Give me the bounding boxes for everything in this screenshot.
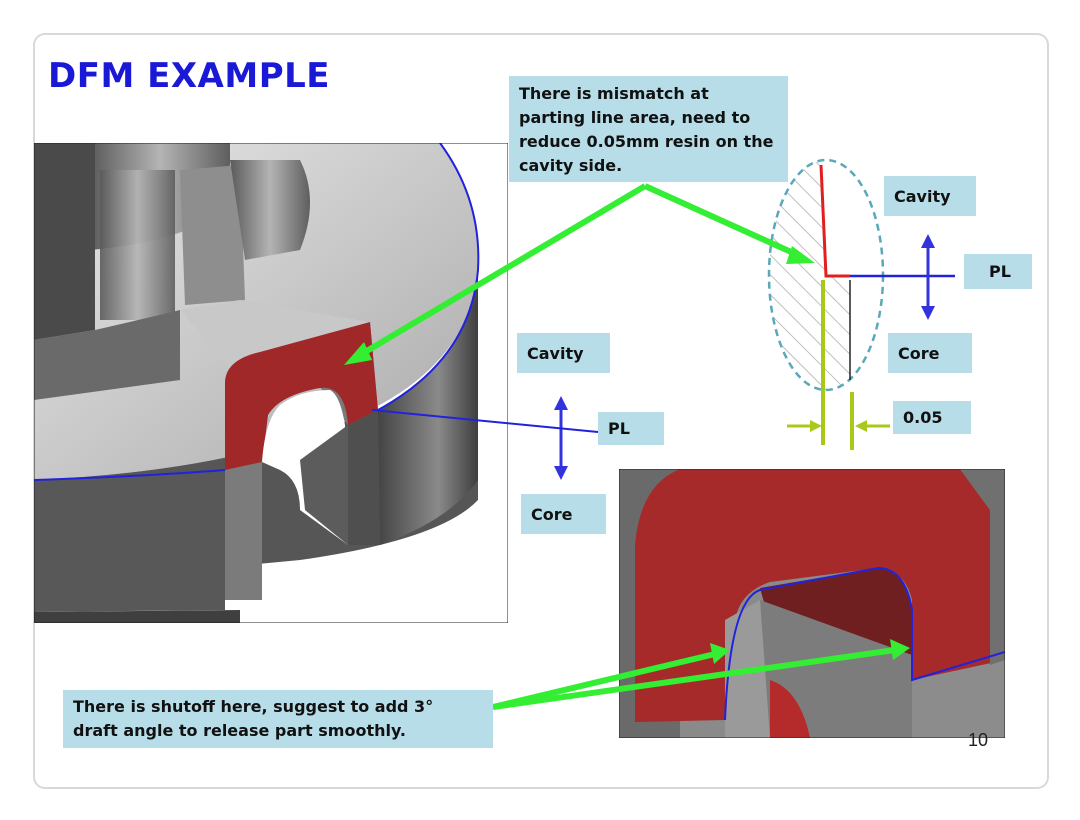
offset-label: 0.05 xyxy=(893,401,971,434)
cad-render-left xyxy=(34,143,508,623)
dimension-arrow-right xyxy=(855,420,890,432)
dimension-arrow-left xyxy=(787,420,822,432)
pl-leader-line xyxy=(371,409,599,433)
mismatch-callout: There is mismatch at parting line area, … xyxy=(509,76,788,182)
cross-section-sketch xyxy=(767,158,955,450)
cavity-label-upper: Cavity xyxy=(884,176,976,216)
page-number: 10 xyxy=(968,730,989,750)
pl-label-lower: PL xyxy=(598,412,664,445)
shutoff-callout: There is shutoff here, suggest to add 3°… xyxy=(63,690,493,748)
slide-title: DFM EXAMPLE xyxy=(48,56,331,96)
cavity-label-lower: Cavity xyxy=(517,333,610,373)
cavity-core-arrow-lower xyxy=(554,396,568,480)
cad-render-right xyxy=(619,469,1005,738)
core-label-lower: Core xyxy=(521,494,606,534)
mismatch-arrows xyxy=(344,183,815,365)
pl-label-upper: PL xyxy=(964,254,1032,289)
shutoff-arrows xyxy=(492,639,910,710)
cavity-core-arrow-upper xyxy=(921,234,935,320)
cavity-profile xyxy=(819,164,850,278)
core-label-upper: Core xyxy=(888,333,972,373)
